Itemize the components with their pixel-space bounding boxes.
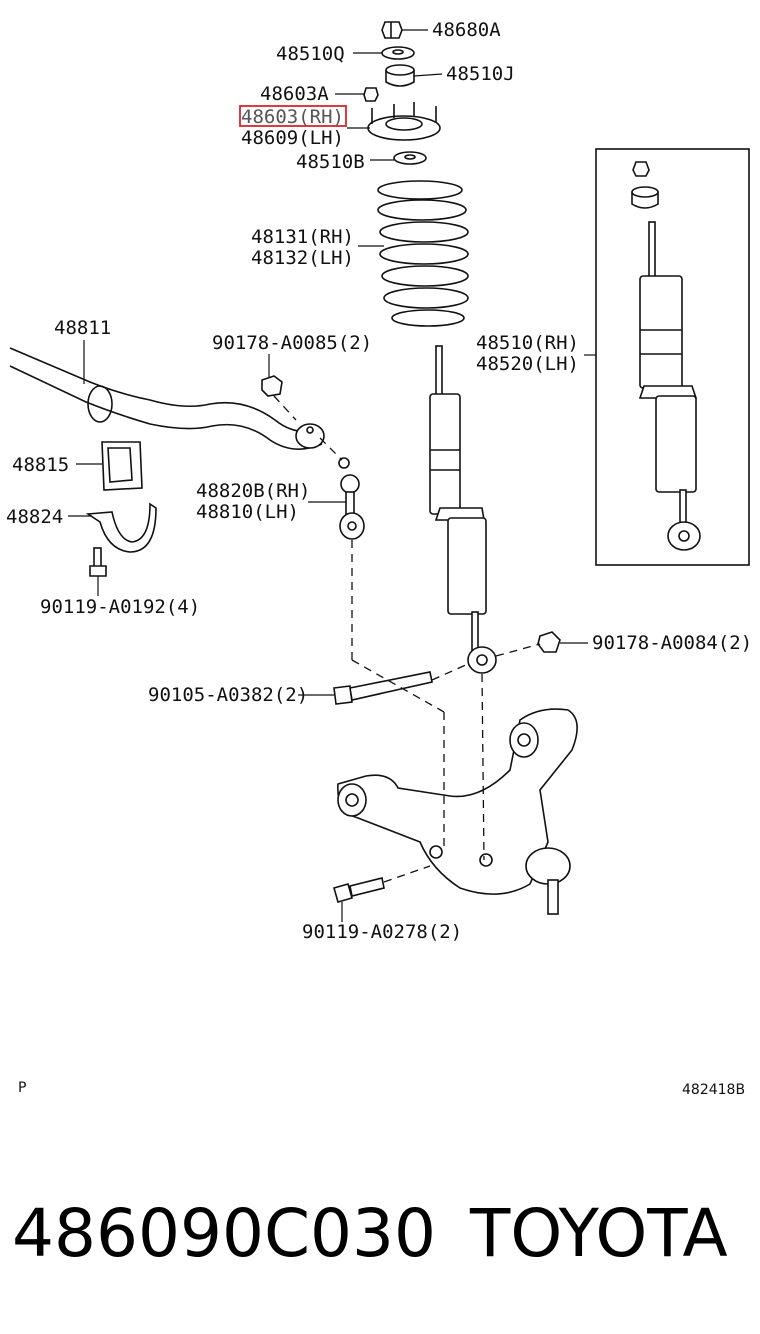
label-link-rh: 48820B(RH) — [196, 480, 310, 502]
label-link-lh: 48810(LH) — [196, 501, 299, 523]
bushing-top-part — [385, 64, 415, 87]
label-spring-seat: 48510B — [296, 151, 365, 173]
bolt-bracket-part — [89, 547, 107, 577]
stabilizer-bar-part — [9, 347, 325, 450]
corner-left-label: P — [18, 1080, 26, 1096]
nut-shock-bottom-part — [537, 631, 561, 653]
bracket-bar-part — [85, 502, 157, 553]
detail-box — [595, 148, 750, 566]
diagram-code: 482418B — [682, 1082, 745, 1098]
label-washer-top: 48510Q — [276, 43, 345, 65]
bolt-arm-part — [333, 877, 385, 903]
label-nut-link: 90178-A0085(2) — [212, 332, 372, 354]
label-bushing-top: 48510J — [446, 63, 515, 85]
bolt-shock-part — [333, 671, 433, 705]
label-spring-rh: 48131(RH) — [251, 226, 354, 248]
label-mount-lh: 48609(LH) — [241, 127, 344, 149]
label-stabilizer-bar: 48811 — [54, 317, 111, 339]
spring-seat-part — [393, 151, 427, 165]
footer-brand: TOYOTA — [469, 1195, 728, 1272]
label-bolt-shock: 90105-A0382(2) — [148, 684, 308, 706]
nut-link-part — [261, 375, 283, 397]
shock-absorber-part — [429, 345, 497, 674]
label-bushing-bar: 48815 — [12, 454, 69, 476]
label-mount-rh: 48603(RH) — [241, 106, 344, 128]
label-nut-shock-bottom: 90178-A0084(2) — [592, 632, 752, 654]
stabilizer-link-part — [338, 457, 365, 540]
label-shock-rh: 48510(RH) — [476, 332, 579, 354]
upper-mount-part — [367, 102, 441, 141]
shock-detail-part — [631, 161, 701, 551]
washer-top-part — [381, 46, 415, 60]
highlight-box — [239, 105, 347, 127]
nut-top-part — [381, 21, 403, 39]
label-spring-lh: 48132(LH) — [251, 247, 354, 269]
bushing-bar-part — [101, 441, 143, 491]
lower-arm-part — [337, 708, 578, 915]
label-shock-lh: 48520(LH) — [476, 353, 579, 375]
coil-spring-part — [377, 180, 469, 327]
label-bolt-bracket: 90119-A0192(4) — [40, 596, 200, 618]
nut-mount-part — [363, 87, 379, 102]
label-nut-mount: 48603A — [260, 83, 329, 105]
footer-part-number: 486090C030 — [12, 1195, 436, 1272]
label-nut-top: 48680A — [432, 19, 501, 41]
label-bracket-bar: 48824 — [6, 506, 63, 528]
assembly-lines — [273, 395, 541, 883]
label-bolt-arm: 90119-A0278(2) — [302, 921, 462, 943]
